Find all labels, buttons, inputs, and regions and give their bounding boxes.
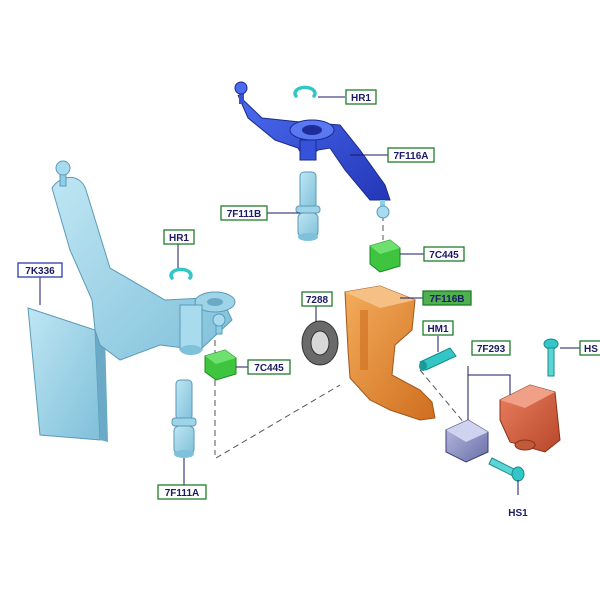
callout-text: 7F111A — [165, 488, 199, 499]
bracket-7f116b — [344, 285, 436, 421]
callout-7f111b: 7F111B — [220, 205, 268, 221]
callout-7c445-lower: 7C445 — [247, 359, 291, 375]
callout-hs-right: HS — [579, 340, 600, 356]
pin-7f111a — [171, 379, 197, 458]
ball-stud-icon — [212, 313, 226, 335]
callout-hr1-left: HR1 — [163, 229, 195, 245]
callout-text: HS1 — [508, 508, 528, 519]
callout-7k336: 7K336 — [17, 262, 63, 278]
seal-7288 — [301, 320, 339, 366]
callout-hm1: HM1 — [422, 320, 454, 336]
callout-hr1-top: HR1 — [345, 89, 377, 105]
bush-7c445-lower — [204, 349, 237, 381]
callout-7f293: 7F293 — [471, 340, 511, 356]
circlip-icon — [169, 267, 193, 280]
lever-7f116a — [237, 94, 391, 201]
callout-text: 7288 — [306, 295, 329, 306]
callout-7f116b: 7F116B — [422, 290, 472, 306]
callout-7f111a: 7F111A — [157, 484, 207, 500]
pin-hm1 — [419, 347, 457, 371]
switch-7f293-housing — [499, 384, 561, 453]
callout-7f116a: 7F116A — [387, 147, 435, 163]
callout-text: 7K336 — [25, 266, 55, 277]
circlip-icon — [293, 85, 317, 98]
screw-icon — [488, 457, 525, 482]
screw-icon — [543, 338, 559, 377]
callout-text: HS — [584, 344, 598, 355]
callout-7c445-upper: 7C445 — [423, 246, 465, 262]
callout-text: HM1 — [427, 324, 449, 335]
ball-stud-icon — [55, 160, 71, 187]
switch-7f293-module — [445, 419, 489, 463]
callout-text: 7F111B — [227, 209, 261, 220]
ball-stud-icon — [376, 200, 390, 219]
callout-text: 7F116B — [429, 294, 464, 305]
callout-text: 7C445 — [254, 363, 284, 374]
assembly-lines — [214, 215, 471, 459]
callout-7288: 7288 — [301, 291, 333, 307]
bush-7c445-upper — [369, 239, 401, 273]
callout-text: 7C445 — [429, 250, 459, 261]
leader-lines — [39, 96, 580, 495]
ball-stud-icon — [234, 81, 248, 104]
selector-plate-7k336 — [27, 176, 236, 442]
callout-hs1: HS1 — [508, 508, 528, 519]
callout-text: HR1 — [351, 93, 371, 104]
callout-text: HR1 — [169, 233, 189, 244]
callout-text: 7F116A — [393, 151, 428, 162]
callout-text: 7F293 — [477, 344, 506, 355]
pin-7f111b — [295, 171, 321, 241]
